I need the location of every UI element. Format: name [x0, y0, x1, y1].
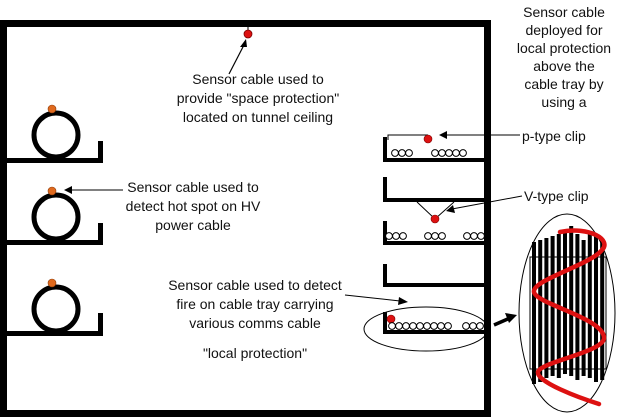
comms-cable: [392, 232, 400, 240]
tray-sensor-dot: [386, 314, 396, 324]
space-protection-label: Sensor cable used to provide "space prot…: [176, 71, 340, 125]
detail-cable-bar: [563, 232, 567, 374]
hv-shelf-1: [7, 104, 103, 163]
hv-sensor-dot: [47, 278, 57, 288]
v-clip-arrow-head: [446, 205, 455, 213]
comms-cable: [445, 149, 453, 157]
comms-cable: [463, 232, 471, 240]
comms-cable: [444, 322, 452, 330]
comms-cable: [470, 232, 478, 240]
cable-tray-2: [383, 177, 486, 224]
comms-cable: [431, 149, 439, 157]
comms-cable: [424, 232, 432, 240]
v-clip-arrow-line: [451, 195, 523, 210]
detail-arrow-head: [505, 313, 517, 323]
comms-cable: [462, 322, 470, 330]
comms-cable: [476, 322, 484, 330]
p-type-clip: [387, 134, 428, 140]
hv-shelf-3: [7, 278, 103, 336]
detail-cable-bar: [538, 240, 543, 382]
tunnel-ceiling: [0, 20, 490, 27]
detail-cable-bar: [544, 238, 549, 378]
comms-cable: [405, 149, 413, 157]
comms-cable: [402, 322, 410, 330]
detail-sensor-cable-wave: [531, 228, 607, 407]
comms-cable: [399, 232, 407, 240]
comms-cable: [438, 232, 446, 240]
tunnel-left-wall: [0, 20, 7, 415]
comms-cable: [423, 322, 431, 330]
tunnel-right-wall: [484, 20, 491, 417]
detail-cable-bar: [600, 240, 605, 380]
deployed-above-tray-label: Sensor cable deployed for local protecti…: [516, 4, 612, 110]
detail-cable-bar: [575, 234, 580, 380]
comms-cable: [398, 149, 406, 157]
comms-cable: [452, 149, 460, 157]
tunnel-floor: [0, 410, 490, 417]
hot-spot-label: Sensor cable used to detect hot spot on …: [125, 179, 261, 233]
hv-power-cable: [31, 192, 81, 242]
p-clip-sensor-dot: [423, 134, 433, 144]
hv-shelf-2: [7, 186, 103, 245]
detail-arrow-line: [493, 316, 511, 327]
ceiling-arrow-head: [240, 39, 247, 47]
cable-tray-4: [383, 264, 486, 287]
comms-cable: [391, 149, 399, 157]
v-type-clip-label: V-type clip: [524, 188, 589, 204]
v-clip-sensor-dot: [430, 214, 440, 224]
comms-cable: [469, 322, 477, 330]
comms-cable: [437, 322, 445, 330]
comms-cable: [459, 149, 467, 157]
detail-cable-bar: [594, 236, 598, 382]
local-protection-highlight-ellipse: [363, 306, 489, 352]
hv-sensor-dot: [47, 104, 57, 114]
comms-cable: [477, 232, 485, 240]
detail-view: [518, 213, 616, 413]
p-type-clip-label: p-type clip: [522, 128, 586, 144]
fire-tray-arrow-line: [344, 294, 401, 302]
local-protection-label: "local protection": [202, 345, 308, 361]
ceiling-arrow-line: [228, 42, 246, 75]
comms-cable: [388, 322, 396, 330]
ceiling-sensor-dot: [243, 29, 253, 39]
tunnel-frame: [0, 20, 491, 417]
hv-power-cable: [31, 110, 81, 160]
detail-cable-bar: [569, 226, 574, 376]
comms-cable: [438, 149, 446, 157]
fire-tray-arrow-head: [398, 297, 408, 305]
comms-cable: [416, 322, 424, 330]
comms-cables: [391, 149, 467, 157]
hot-spot-arrow-head: [64, 186, 72, 194]
cable-tray-5: [383, 312, 486, 334]
detail-tray-outline: [529, 256, 607, 370]
cable-tray-1: [383, 134, 486, 162]
fire-on-tray-label: Sensor cable used to detect fire on cabl…: [168, 277, 342, 331]
cable-tray-3: [383, 221, 486, 245]
detail-cable-bar: [581, 240, 586, 376]
comms-cable: [385, 232, 393, 240]
hv-power-cable: [31, 284, 81, 334]
detail-cable-bar: [532, 242, 536, 384]
comms-cables: [385, 232, 485, 240]
p-clip-arrow-head: [439, 131, 447, 139]
comms-cable: [431, 232, 439, 240]
comms-cable: [430, 322, 438, 330]
detail-cable-bar: [587, 232, 592, 378]
comms-cable: [395, 322, 403, 330]
hv-sensor-dot: [47, 186, 57, 196]
comms-cable: [409, 322, 417, 330]
comms-cables: [388, 322, 484, 330]
